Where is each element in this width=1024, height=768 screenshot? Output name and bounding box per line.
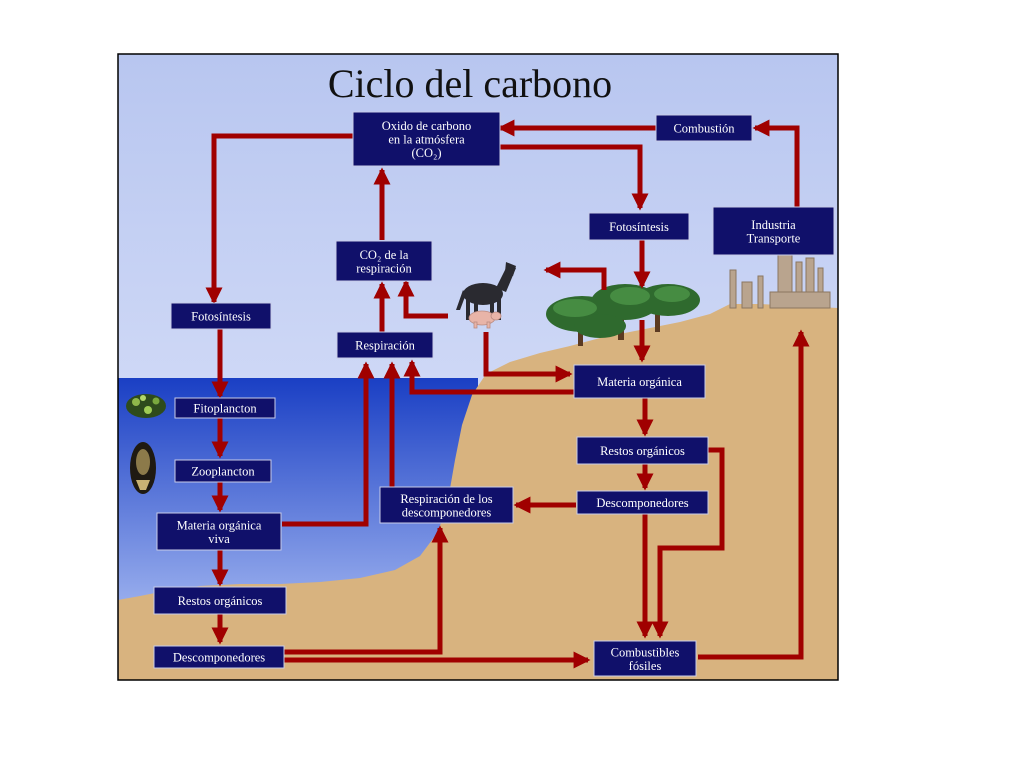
- box-zooplankton: Zooplancton: [174, 459, 272, 483]
- box-background: [335, 240, 433, 282]
- box-photosynthesis-right: Fotosíntesis: [588, 212, 690, 241]
- diagram-title: Ciclo del carbono: [328, 61, 612, 106]
- zooplankton-icon: [130, 442, 156, 494]
- box-label-line: Restos orgánicos: [178, 594, 263, 608]
- arrow-fossil-fuels-to-industry: [698, 329, 810, 660]
- box-label-line: Respiración: [355, 339, 415, 353]
- box-organic-remains-left: Restos orgánicos: [153, 586, 287, 615]
- arrow-decomposers-left-to-decomp-respiration: [284, 525, 449, 655]
- box-background: [336, 331, 434, 359]
- arrow-co2-to-photosynthesis-left: [205, 133, 354, 305]
- box-decomposers-right: Descomponedores: [576, 490, 709, 515]
- box-background: [576, 436, 709, 465]
- box-label-line: Combustibles: [611, 645, 680, 659]
- box-decomposers-left: Descomponedores: [153, 645, 285, 669]
- box-label-line: Combustión: [673, 122, 735, 136]
- trees-icon: [546, 284, 700, 346]
- box-label-line: en la atmósfera: [388, 133, 465, 147]
- box-label-line: Fotosíntesis: [609, 220, 669, 234]
- arrow-living-matter-to-respiration: [282, 361, 375, 527]
- box-photosynthesis-left: Fotosíntesis: [170, 302, 272, 330]
- box-label-line: Respiración de los: [400, 492, 492, 506]
- arrow-industry-to-combustion: [752, 119, 800, 207]
- box-label-line: Restos orgánicos: [600, 444, 685, 458]
- box-background: [174, 459, 272, 483]
- box-label-line: Zooplancton: [191, 465, 255, 479]
- box-background: [573, 364, 706, 399]
- diagram-frame: [117, 53, 839, 681]
- box-background: [593, 640, 697, 677]
- box-background: [170, 302, 272, 330]
- box-label-line: descomponedores: [402, 505, 492, 519]
- box-respiration: Respiración: [336, 331, 434, 359]
- box-background: [153, 645, 285, 669]
- arrow-remains-to-fossil-fuels: [651, 447, 725, 639]
- box-label-line: Descomponedores: [596, 496, 688, 510]
- box-organic-matter: Materia orgánica: [573, 364, 706, 399]
- box-label-line: viva: [208, 532, 230, 546]
- box-label-line: respiración: [356, 261, 412, 275]
- box-background: [655, 114, 753, 142]
- arrow-animals-to-co2resp: [397, 279, 448, 319]
- arrow-co2-to-photosynthesis-right: [500, 144, 649, 211]
- pig-icon: [468, 310, 502, 329]
- box-combustion: Combustión: [655, 114, 753, 142]
- box-background: [379, 486, 514, 524]
- arrow-animals-to-organic-matter: [483, 332, 573, 383]
- box-label-line: (CO₂): [411, 146, 441, 160]
- box-label-line: Materia orgánica: [177, 518, 262, 532]
- box-label-line: Descomponedores: [173, 651, 265, 665]
- box-background: [174, 397, 276, 419]
- box-background: [588, 212, 690, 241]
- industry-icon: [729, 249, 831, 309]
- box-label-line: Oxido de carbono: [382, 119, 472, 133]
- flow-arrows: [205, 119, 810, 669]
- box-background: [712, 206, 835, 256]
- box-background: [352, 111, 501, 167]
- box-label-line: Transporte: [747, 231, 801, 245]
- horse-icon: [456, 262, 516, 320]
- box-label-line: Industria: [751, 218, 796, 232]
- box-background: [153, 586, 287, 615]
- arrow-trees-to-animals: [543, 261, 607, 290]
- box-label-line: fósiles: [629, 659, 662, 673]
- box-label-line: CO₂ de la: [360, 248, 409, 262]
- box-label-line: Fitoplancton: [193, 402, 257, 416]
- phytoplankton-icon: [126, 394, 166, 418]
- box-background: [156, 512, 282, 551]
- box-label-line: Materia orgánica: [597, 375, 682, 389]
- box-organic-remains-right: Restos orgánicos: [576, 436, 709, 465]
- box-phytoplankton: Fitoplancton: [174, 397, 276, 419]
- box-label-line: Fotosíntesis: [191, 310, 251, 324]
- box-background: [576, 490, 709, 515]
- arrow-organic-matter-to-respiration: [403, 359, 574, 395]
